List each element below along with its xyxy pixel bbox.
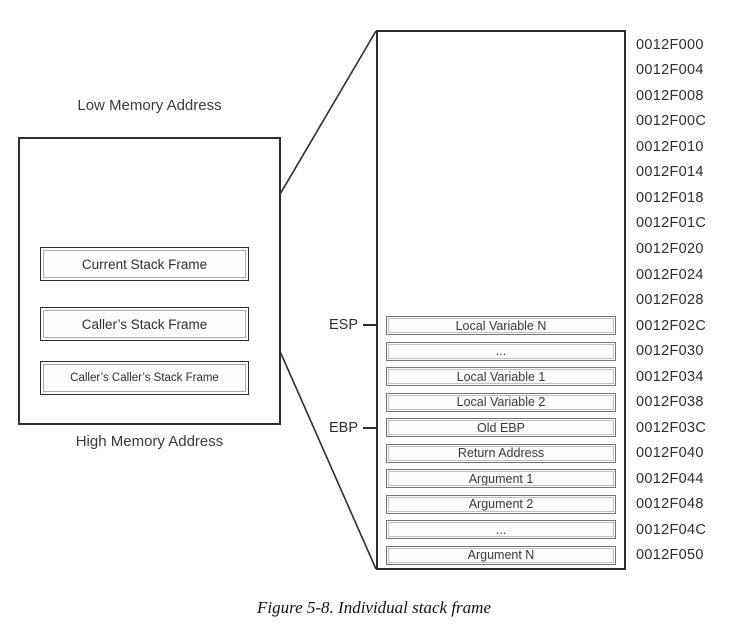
address-label: 0012F038 xyxy=(636,394,704,411)
frame-callers-callers-stack: Caller’s Caller’s Stack Frame xyxy=(40,361,249,395)
address-label: 0012F034 xyxy=(636,368,704,385)
address-label: 0012F000 xyxy=(636,36,704,53)
stack-slot-empty xyxy=(378,262,624,288)
stack-slot-empty xyxy=(378,287,624,313)
stack-row-label: Local Variable N xyxy=(455,318,547,333)
stack-slot-empty xyxy=(378,134,624,160)
address-label: 0012F030 xyxy=(636,343,704,360)
stack-row-label: Old EBP xyxy=(477,420,525,435)
address-label: 0012F014 xyxy=(636,164,704,181)
ebp-register-pointer: EBP xyxy=(314,418,376,438)
address-label: 0012F03C xyxy=(636,419,707,436)
frame-callers-stack-label: Caller’s Stack Frame xyxy=(81,316,208,332)
stack-frame-detail-box: Local Variable N ... Local Variable 1 Lo… xyxy=(376,30,626,570)
address-label: 0012F008 xyxy=(636,87,704,104)
address-label: 0012F01C xyxy=(636,215,707,232)
esp-register-label: ESP xyxy=(328,317,358,333)
stack-row-return-address: Return Address xyxy=(386,443,616,463)
esp-pointer-line xyxy=(363,324,376,326)
stack-slot-empty xyxy=(378,32,624,58)
stack-row-label: ... xyxy=(495,522,507,537)
stack-row-label: Local Variable 1 xyxy=(456,369,546,384)
stack-slot-empty xyxy=(378,160,624,186)
frame-callers-callers-stack-label: Caller’s Caller’s Stack Frame xyxy=(70,372,219,384)
stack-slot-empty xyxy=(378,83,624,109)
stack-row-argument-n: Argument N xyxy=(386,545,616,565)
stack-row-label: Argument 2 xyxy=(468,497,534,512)
stack-slot-empty xyxy=(378,236,624,262)
esp-register-pointer: ESP xyxy=(314,315,376,335)
address-label: 0012F024 xyxy=(636,266,704,283)
high-memory-label: High Memory Address xyxy=(75,433,224,450)
stack-row-local-variable-n: Local Variable N xyxy=(386,316,616,336)
frame-current-stack-label: Current Stack Frame xyxy=(81,256,208,272)
stack-slot-empty xyxy=(378,185,624,211)
stack-row-ellipsis-args: ... xyxy=(386,520,616,540)
stack-overview-box: Current Stack Frame Caller’s Stack Frame… xyxy=(18,137,281,425)
address-label: 0012F04C xyxy=(636,521,707,538)
address-column: 0012F000 0012F004 0012F008 0012F00C 0012… xyxy=(636,32,728,568)
stack-slot-empty xyxy=(378,58,624,84)
stack-row-local-variable-1: Local Variable 1 xyxy=(386,367,616,387)
ebp-register-label: EBP xyxy=(328,420,358,436)
stack-row-label: ... xyxy=(495,344,507,359)
frame-callers-stack: Caller’s Stack Frame xyxy=(40,307,249,341)
stack-row-old-ebp: Old EBP xyxy=(386,418,616,438)
address-label: 0012F018 xyxy=(636,189,704,206)
frame-current-stack: Current Stack Frame xyxy=(40,247,249,281)
address-label: 0012F004 xyxy=(636,62,704,79)
address-label: 0012F020 xyxy=(636,241,704,258)
address-label: 0012F048 xyxy=(636,496,704,513)
stack-row-argument-2: Argument 2 xyxy=(386,494,616,514)
address-label: 0012F044 xyxy=(636,470,704,487)
stack-row-label: Local Variable 2 xyxy=(456,395,546,410)
address-label: 0012F028 xyxy=(636,292,704,309)
ebp-pointer-line xyxy=(363,427,376,429)
stack-slot-empty xyxy=(378,109,624,135)
stack-row-ellipsis-locals: ... xyxy=(386,341,616,361)
stack-row-label: Argument 1 xyxy=(468,471,534,486)
address-label: 0012F00C xyxy=(636,113,707,130)
stack-row-local-variable-2: Local Variable 2 xyxy=(386,392,616,412)
address-label: 0012F02C xyxy=(636,317,707,334)
figure-caption: Figure 5-8. Individual stack frame xyxy=(256,598,491,617)
low-memory-label: Low Memory Address xyxy=(77,97,222,114)
stack-row-label: Return Address xyxy=(457,446,545,461)
stack-row-label: Argument N xyxy=(467,548,535,563)
stack-slot-empty xyxy=(378,211,624,237)
address-label: 0012F050 xyxy=(636,547,704,564)
address-label: 0012F010 xyxy=(636,138,704,155)
stack-row-argument-1: Argument 1 xyxy=(386,469,616,489)
address-label: 0012F040 xyxy=(636,445,704,462)
